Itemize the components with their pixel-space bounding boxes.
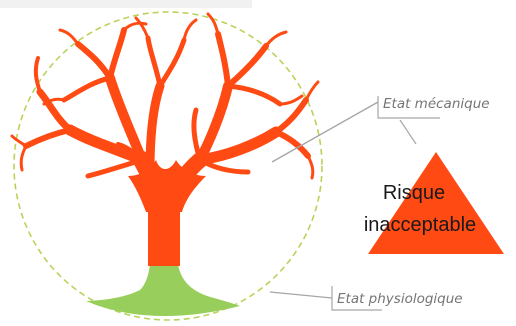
risk-label-line-2: inacceptable: [364, 214, 476, 236]
physiological-leader-line: [269, 291, 333, 299]
tree-boundary-circle: [13, 11, 323, 321]
physiological-bracket: [331, 286, 382, 311]
mechanical-leader-line: [271, 101, 379, 163]
physiological-state-label: Etat physiologique: [337, 291, 463, 307]
risk-label-line-1: Risque: [383, 182, 445, 204]
mechanical-bracket: [377, 96, 440, 119]
crown-core: [128, 160, 206, 212]
mechanical-to-triangle: [399, 119, 417, 145]
warning-triangle-icon: [368, 152, 504, 254]
top-strip: [0, 0, 252, 8]
mechanical-state-label: Etat mécanique: [383, 96, 490, 112]
root-zone: [86, 264, 240, 316]
